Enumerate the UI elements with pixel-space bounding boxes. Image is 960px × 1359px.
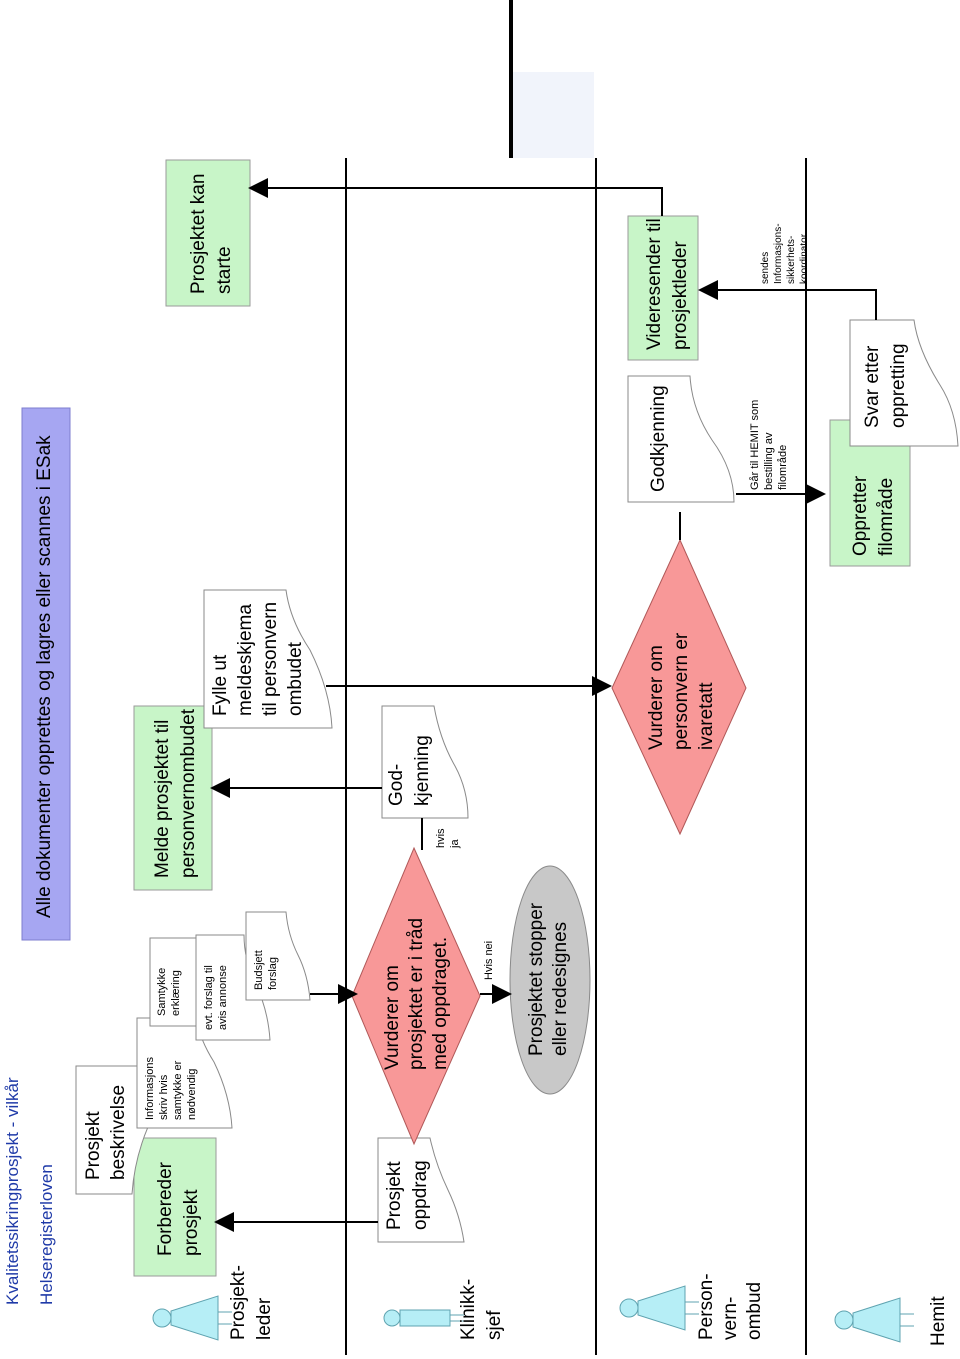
prosjektet-stopper-ellipse bbox=[509, 865, 591, 1095]
prosjektet-kan-starte-box bbox=[165, 159, 251, 307]
person-klinikksjef-icon bbox=[383, 1309, 464, 1327]
videresender-box bbox=[627, 215, 699, 361]
arrow-svar-to-videresender bbox=[698, 280, 877, 320]
person-hemit-icon bbox=[834, 1297, 914, 1343]
svar-etter-oppretting-text: Svar etter oppretting bbox=[862, 340, 909, 428]
vurderer-oppdrag-diamond bbox=[351, 846, 481, 1146]
melde-prosjektet-box bbox=[133, 705, 213, 891]
godkjenning-klinikksjef-doc bbox=[381, 705, 469, 819]
arrow-videresender-to-kanstarte bbox=[248, 178, 663, 216]
gaar-til-hemit-label: Går til HEMIT som bestilling av filområd… bbox=[749, 397, 789, 490]
esak-banner bbox=[21, 407, 71, 941]
budsjett-doc bbox=[245, 911, 311, 1001]
vurderer-personvern-diamond bbox=[611, 538, 747, 836]
samtykkeerklaering-text: Samtykke erklæring bbox=[156, 965, 182, 1016]
lane-label-personvernombud: Person- vern- ombud bbox=[696, 1268, 765, 1340]
godkjenning-personvern-doc bbox=[627, 375, 735, 503]
oppretter-filomraade-text: Oppretter filområde bbox=[850, 470, 897, 556]
videresender-text: Videresender til prosjektleder bbox=[644, 213, 691, 350]
fylle-ut-meldeskjema-doc bbox=[203, 589, 333, 729]
lane-label-hemit: Hemit bbox=[928, 1296, 949, 1346]
godkjenning-personvern-text: Godkjenning bbox=[648, 385, 669, 492]
header-subtitle: Helseregisterloven bbox=[37, 1164, 56, 1305]
header-title: Kvalitetssikringprosjekt - vilkår bbox=[3, 1077, 22, 1305]
godkjenning-klinikksjef-text: God- kjenning bbox=[386, 735, 433, 806]
lane-label-klinikksjef: Klinikk- sjef bbox=[458, 1273, 505, 1340]
prosjektet-kan-starte-text: Prosjektet kan starte bbox=[188, 168, 235, 294]
forbereder-prosjekt-box bbox=[133, 1137, 217, 1277]
vurderer-oppdrag-text: Vurderer om prosjektet er i tråd med opp… bbox=[382, 913, 451, 1070]
hvis-ja-label: hvis ja bbox=[435, 825, 461, 849]
budsjett-text: Budsjett forslag bbox=[253, 947, 279, 990]
melde-prosjektet-text: Melde prosjektet til personvernombudet bbox=[152, 708, 199, 878]
avisannonse-text: evt. forslag til avis annonse bbox=[203, 962, 229, 1030]
informasjonsskriv-text: Informasjons skriv hvis samtykke er nødv… bbox=[144, 1054, 198, 1120]
person-prosjektleder-icon bbox=[152, 1295, 232, 1341]
person-personvernombud-icon bbox=[619, 1285, 699, 1331]
lane-label-prosjektleder: Prosjekt- leder bbox=[228, 1260, 275, 1340]
prosjektet-stopper-text: Prosjektet stopper eller redesignes bbox=[526, 898, 571, 1056]
prosjektoppdrag-doc bbox=[377, 1137, 465, 1243]
top-shaded-block bbox=[512, 72, 594, 158]
esak-banner-text: Alle dokumenter opprettes og lagres elle… bbox=[34, 435, 55, 918]
prosjektbeskrivelse-text: Prosjekt beskrivelse bbox=[83, 1085, 129, 1180]
prosjektoppdrag-text: Prosjekt oppdrag bbox=[384, 1156, 431, 1230]
fylle-ut-meldeskjema-text: Fylle ut meldeskjema til personvern ombu… bbox=[210, 597, 306, 716]
forbereder-prosjekt-text: Forbereder prosjekt bbox=[155, 1157, 202, 1256]
hvis-nei-label: Hvis nei bbox=[483, 941, 495, 980]
vurderer-personvern-text: Vurderer om personvern er ivaretatt bbox=[646, 627, 717, 750]
sendes-koordinator-label: sendes Informasjons- sikkerhets- koordin… bbox=[760, 221, 810, 284]
svar-etter-oppretting-doc bbox=[849, 319, 959, 447]
